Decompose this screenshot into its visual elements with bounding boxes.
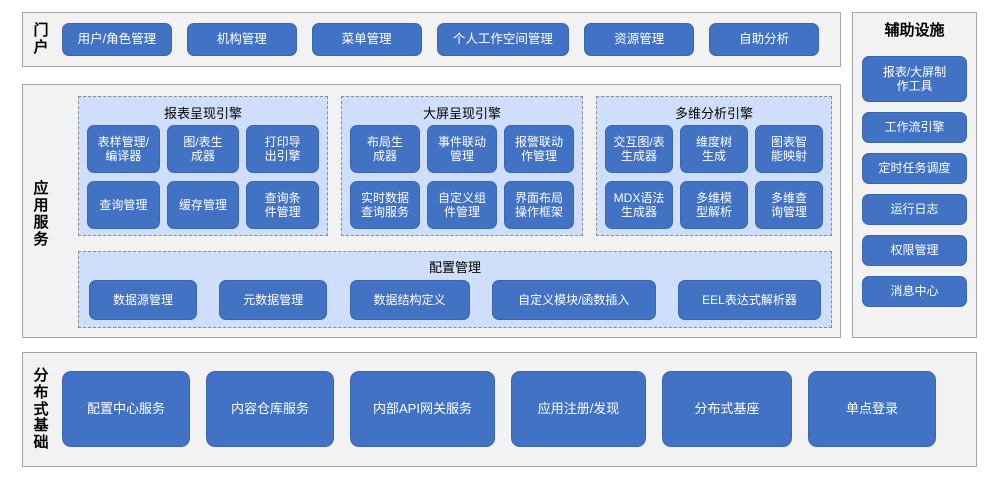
engine-group-bigscreen-title: 大屏呈现引擎 <box>422 106 501 121</box>
label-char: 式 <box>33 400 49 418</box>
engine-group-report-items: 表样管理/ 编译器图/表生 成器打印导 出引擎查询管理缓存管理查询条 件管理 <box>87 125 319 229</box>
config-item-数据源管理[interactable]: 数据源管理 <box>89 280 197 320</box>
engine-olap-item-多维模-型解析[interactable]: 多维模 型解析 <box>680 181 748 229</box>
base-item-分布式基座[interactable]: 分布式基座 <box>662 371 792 447</box>
engine-olap-item-交互图-表-生成器[interactable]: 交互图/表 生成器 <box>605 125 673 173</box>
label-char: 布 <box>33 383 49 401</box>
auxiliary-item-运行日志[interactable]: 运行日志 <box>862 194 967 225</box>
label-char: 户 <box>33 39 49 56</box>
portal-section-label: 门户 <box>28 18 54 62</box>
auxiliary-item-工作流引擎[interactable]: 工作流引擎 <box>862 112 967 143</box>
engine-group-bigscreen: 大屏呈现引擎 布局生 成器事件联动 管理报警联动 作管理实时数据 查询服务自定义… <box>341 96 583 236</box>
engine-group-olap-items: 交互图/表 生成器维度树 生成图表智 能映射 MDX语法 生成器多维模 型解析多维… <box>605 125 823 229</box>
portal-item-资源管理[interactable]: 资源管理 <box>584 22 695 56</box>
auxiliary-item-报表-大屏制-作工具[interactable]: 报表/大屏制 作工具 <box>862 56 967 102</box>
auxiliary-item-定时任务调度[interactable]: 定时任务调度 <box>862 153 967 184</box>
engine-bigscreen-item-布局生-成器[interactable]: 布局生 成器 <box>350 125 420 173</box>
engine-report-item-表样管理-编译器[interactable]: 表样管理/ 编译器 <box>87 125 160 173</box>
auxiliary-section-title: 辅助设施 <box>884 22 945 39</box>
auxiliary-items-list: 报表/大屏制 作工具工作流引擎定时任务调度运行日志权限管理消息中心 <box>862 56 967 331</box>
base-item-应用注册-发现[interactable]: 应用注册/发现 <box>511 371 646 447</box>
engine-bigscreen-item-自定义组-件管理[interactable]: 自定义组 件管理 <box>427 181 497 229</box>
base-item-单点登录[interactable]: 单点登录 <box>808 371 936 447</box>
engine-group-olap-title: 多维分析引擎 <box>674 106 753 121</box>
portal-item-菜单管理[interactable]: 菜单管理 <box>311 22 422 56</box>
portal-item-机构管理[interactable]: 机构管理 <box>186 22 297 56</box>
label-char: 础 <box>33 434 49 452</box>
label-char: 用 <box>33 197 49 215</box>
base-item-内容仓库服务[interactable]: 内容仓库服务 <box>206 371 334 447</box>
label-char: 服 <box>33 214 49 231</box>
portal-item-自助分析[interactable]: 自助分析 <box>709 22 820 56</box>
engine-bigscreen-item-事件联动-管理[interactable]: 事件联动 管理 <box>427 125 497 173</box>
engine-olap-item-图表智-能映射[interactable]: 图表智 能映射 <box>755 125 823 173</box>
engine-report-item-查询条-件管理[interactable]: 查询条 件管理 <box>246 181 319 229</box>
engine-bigscreen-item-报警联动-作管理[interactable]: 报警联动 作管理 <box>504 125 574 173</box>
config-management-group: 配置管理 数据源管理元数据管理数据结构定义自定义模块/函数插入 EEL表达式解析器 <box>78 251 832 328</box>
engine-bigscreen-item-实时数据-查询服务[interactable]: 实时数据 查询服务 <box>350 181 420 229</box>
config-item-元数据管理[interactable]: 元数据管理 <box>219 280 328 320</box>
distributed-base-items-row: 配置中心服务内容仓库服务内部API网关服务应用注册/发现分布式基座单点登录 <box>62 367 962 451</box>
label-char: 务 <box>33 230 49 248</box>
label-char: 分 <box>33 367 49 384</box>
engine-report-item-缓存管理[interactable]: 缓存管理 <box>166 181 240 229</box>
engine-report-item-查询管理[interactable]: 查询管理 <box>87 181 160 229</box>
label-char: 应 <box>33 180 49 198</box>
config-management-items: 数据源管理元数据管理数据结构定义自定义模块/函数插入 EEL表达式解析器 <box>89 279 821 321</box>
auxiliary-item-权限管理[interactable]: 权限管理 <box>862 235 967 266</box>
engine-olap-item-维度树-生成[interactable]: 维度树 生成 <box>680 125 748 173</box>
config-item-数据结构定义[interactable]: 数据结构定义 <box>349 280 470 320</box>
label-char: 门 <box>33 22 49 40</box>
application-service-section-label: 应用服务 <box>28 175 54 255</box>
engine-olap-item-mdx语法-生成器[interactable]: MDX语法 生成器 <box>605 181 673 229</box>
portal-items-row: 用户/角色管理机构管理菜单管理个人工作空间管理资源管理自助分析 <box>62 20 834 58</box>
engine-report-item-图-表生-成器[interactable]: 图/表生 成器 <box>166 125 240 173</box>
portal-item-用户-角色管理[interactable]: 用户/角色管理 <box>62 22 172 56</box>
portal-item-个人工作空间管理[interactable]: 个人工作空间管理 <box>436 22 570 56</box>
base-item-配置中心服务[interactable]: 配置中心服务 <box>62 371 190 447</box>
auxiliary-item-消息中心[interactable]: 消息中心 <box>862 276 967 307</box>
engine-group-report-title: 报表呈现引擎 <box>163 106 242 121</box>
label-char: 基 <box>33 417 49 435</box>
config-item-自定义模块-函数插入[interactable]: 自定义模块/函数插入 <box>491 280 656 320</box>
engine-bigscreen-item-界面布局-操作框架[interactable]: 界面布局 操作框架 <box>504 181 574 229</box>
base-item-内部api网关服务[interactable]: 内部API网关服务 <box>350 371 495 447</box>
distributed-base-section-label: 分布式基础 <box>28 362 54 458</box>
engine-group-report: 报表呈现引擎 表样管理/ 编译器图/表生 成器打印导 出引擎查询管理缓存管理查询… <box>78 96 328 236</box>
config-item-eel表达式解析器[interactable]: EEL表达式解析器 <box>678 280 821 320</box>
config-management-title: 配置管理 <box>428 260 481 275</box>
engine-group-bigscreen-items: 布局生 成器事件联动 管理报警联动 作管理实时数据 查询服务自定义组 件管理界面… <box>350 125 574 229</box>
engine-olap-item-多维查-询管理[interactable]: 多维查 询管理 <box>755 181 823 229</box>
engine-report-item-打印导-出引擎[interactable]: 打印导 出引擎 <box>246 125 319 173</box>
